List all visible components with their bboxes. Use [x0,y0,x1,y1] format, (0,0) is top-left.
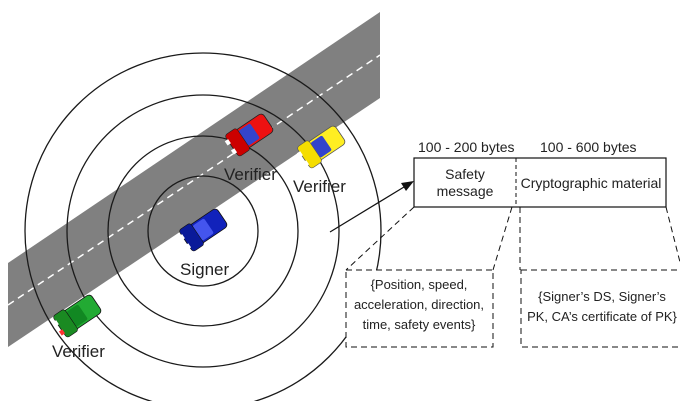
green-car [52,294,102,338]
expansion-lines [345,206,680,271]
verifier-label-yellow: Verifier [293,177,346,196]
signer-label: Signer [180,260,229,279]
packet-box [413,157,667,208]
safety-detail-line2: acceleration, direction, [354,297,484,312]
lane-divider [7,54,381,306]
range-circle-4 [24,52,382,401]
crypto-detail-line2: PK, CA’s certificate of PK} [527,309,677,324]
red-car [224,113,274,157]
left-size-label: 100 - 200 bytes [418,139,515,155]
road [8,12,380,347]
safety-message-line1: Safety [445,166,485,182]
arrow-head [401,181,414,191]
crypto-detail-box [520,269,680,348]
range-circle-1 [147,175,259,287]
verifier-label-red: Verifier [224,165,277,184]
range-circle-3 [66,94,340,368]
crypto-detail-line1: {Signer’s DS, Signer’s [538,289,666,304]
broadcast-arrow [329,186,405,233]
range-circles [24,52,382,401]
range-circle-2 [107,135,299,327]
safety-detail-line1: {Position, speed, [371,277,468,292]
safety-detail-box [345,269,494,348]
safety-detail-line3: time, safety events} [363,317,476,332]
right-size-label: 100 - 600 bytes [540,139,637,155]
crypto-material-label: Cryptographic material [521,175,662,191]
blue-car [178,208,228,252]
verifier-label-green: Verifier [52,342,105,361]
safety-message-line2: message [437,183,494,199]
yellow-car [296,125,346,169]
